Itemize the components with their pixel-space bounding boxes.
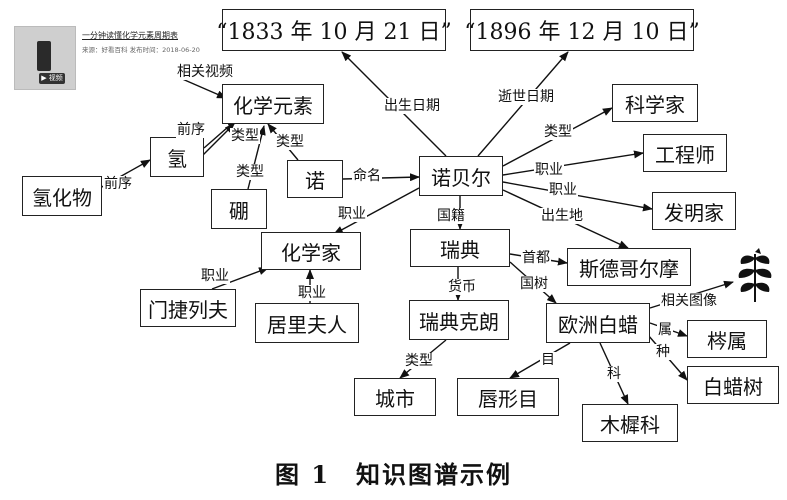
phone-icon <box>37 41 51 71</box>
node-city: 城市 <box>354 378 436 416</box>
node-lamiales: 唇形目 <box>457 378 559 416</box>
video-badge: ▶ 视频 <box>39 73 65 84</box>
edge-label-national-tree: 国树 <box>519 276 549 292</box>
edge-label-species: 种 <box>655 344 671 360</box>
node-mendeleev: 门捷列夫 <box>140 289 236 327</box>
edge-label-related-video: 相关视频 <box>176 64 234 80</box>
node-krona: 瑞典克朗 <box>409 300 509 340</box>
edge-label-precedes: 前序 <box>176 122 206 138</box>
node-chemist: 化学家 <box>261 232 361 270</box>
ash-leaf-image <box>738 248 772 302</box>
node-european-ash: 欧洲白蜡 <box>546 303 650 343</box>
edge-label-related-image: 相关图像 <box>660 293 718 309</box>
node-hydrogen: 氢 <box>150 137 204 177</box>
edge-label-type: 类型 <box>543 124 573 140</box>
edge-label-death-date: 逝世日期 <box>497 89 555 105</box>
node-curie: 居里夫人 <box>255 303 359 343</box>
edge-label-occupation: 职业 <box>297 285 327 301</box>
node-fraxinus: 梣属 <box>687 320 767 358</box>
edge-label-named: 命名 <box>352 168 382 184</box>
edge-label-type: 类型 <box>404 353 434 369</box>
edge-label-precedes: 前序 <box>103 176 133 192</box>
node-oleaceae: 木樨科 <box>582 404 678 442</box>
related-video-thumbnail: ▶ 视频 <box>14 26 76 90</box>
node-engineer: 工程师 <box>643 134 727 172</box>
node-nobel: 诺贝尔 <box>419 156 503 196</box>
edge-label-type: 类型 <box>230 128 260 144</box>
node-hydride: 氢化物 <box>22 176 102 216</box>
edge-label-capital: 首都 <box>521 250 551 266</box>
related-video-title: 一分钟读懂化学元素周期表 <box>82 31 178 40</box>
node-white-wax-tree: 白蜡树 <box>687 366 779 404</box>
node-chemical-element: 化学元素 <box>222 84 324 124</box>
edge-label-occupation: 职业 <box>200 268 230 284</box>
node-sweden: 瑞典 <box>410 229 510 267</box>
node-boron: 硼 <box>211 189 267 229</box>
edge-label-family: 科 <box>606 366 622 382</box>
node-scientist: 科学家 <box>612 84 698 122</box>
edge-label-nationality: 国籍 <box>436 208 466 224</box>
edge-nobel-to-chemist <box>333 187 420 235</box>
figure-caption: 图 1 知识图谱示例 <box>0 455 787 490</box>
edge-label-genus: 属 <box>657 322 673 338</box>
edge-label-occupation: 职业 <box>534 162 564 178</box>
edge-label-type: 类型 <box>235 164 265 180</box>
node-death-date: “1896 年 12 月 10 日” <box>464 9 700 51</box>
figure-title: 知识图谱示例 <box>356 460 513 489</box>
node-inventor: 发明家 <box>652 192 736 230</box>
edge-video-to-element <box>179 77 227 99</box>
edge-label-birthplace: 出生地 <box>540 208 584 224</box>
edge-label-birth-date: 出生日期 <box>383 98 441 114</box>
figure-number: 图 1 <box>274 460 331 489</box>
edge-label-occupation: 职业 <box>337 206 367 222</box>
edge-label-currency: 货币 <box>447 279 477 295</box>
node-birth-date: “1833 年 10 月 21 日” <box>216 9 452 51</box>
node-nobelium: 诺 <box>287 160 343 198</box>
edge-nobel-to-engineer <box>502 150 644 176</box>
edge-label-order: 目 <box>540 352 556 368</box>
edge-label-occupation: 职业 <box>548 182 578 198</box>
related-video-meta: 来源：好看百科 发布时间：2018-06-20 <box>82 46 200 54</box>
edge-mendeleev-to-chemist <box>211 267 269 290</box>
node-stockholm: 斯德哥尔摩 <box>567 248 691 286</box>
edge-label-type: 类型 <box>275 134 305 150</box>
